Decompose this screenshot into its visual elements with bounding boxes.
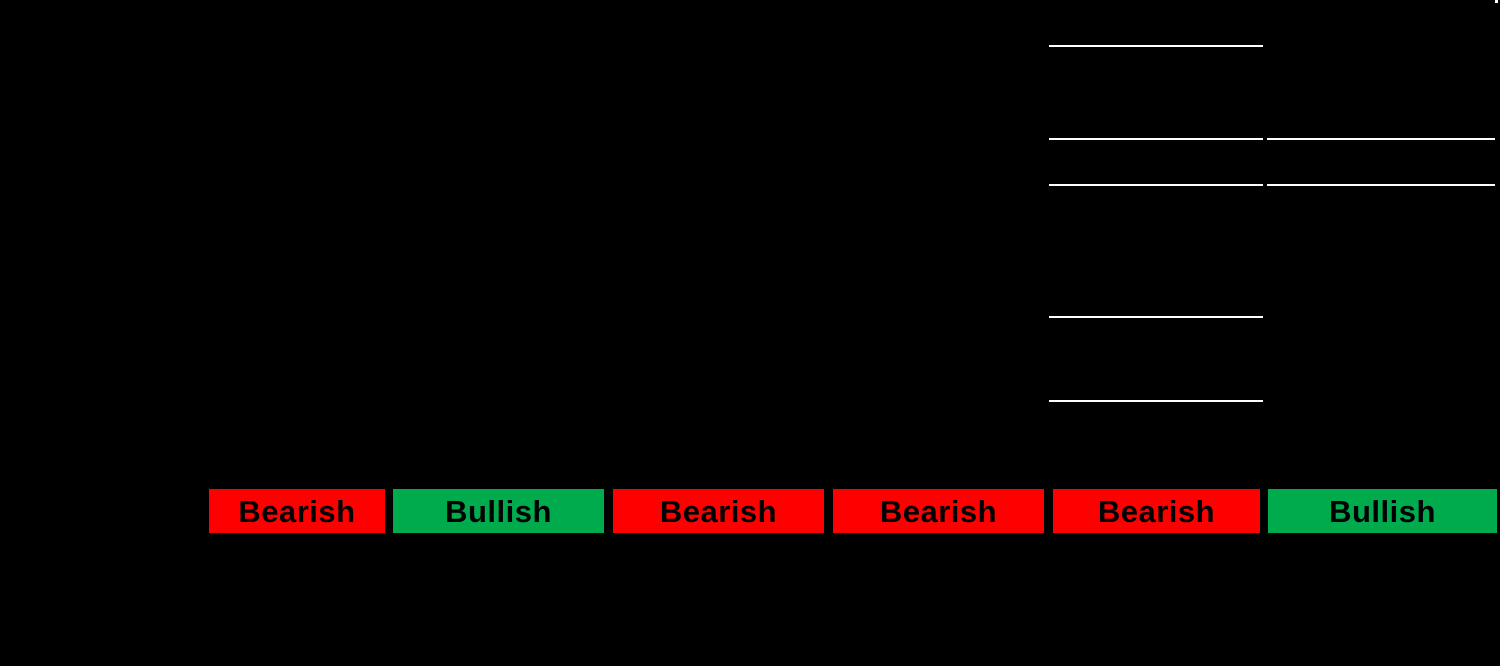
sentiment-cell-label: Bearish (1097, 493, 1216, 529)
sentiment-cell-bearish[interactable]: Bearish (613, 489, 824, 533)
sentiment-cell-bearish[interactable]: Bearish (833, 489, 1044, 533)
sentiment-cell-label: Bullish (1329, 493, 1436, 529)
sentiment-cell-bullish[interactable]: Bullish (393, 489, 604, 533)
sentiment-cell-label: Bearish (659, 493, 778, 529)
sentiment-cell-bullish[interactable]: Bullish (1268, 489, 1497, 533)
cell-border-line (1267, 138, 1495, 140)
cell-border-line (1267, 184, 1495, 186)
sentiment-cell-bearish[interactable]: Bearish (209, 489, 385, 533)
sentiment-cell-label: Bearish (879, 493, 998, 529)
cell-border-line (1049, 316, 1263, 318)
cell-border-fragment (1495, 0, 1498, 3)
cell-border-line (1049, 45, 1263, 47)
cell-border-line (1049, 138, 1263, 140)
cell-border-line (1049, 184, 1263, 186)
sentiment-cell-label: Bearish (238, 493, 356, 529)
cell-border-line (1049, 400, 1263, 402)
sentiment-cell-bearish[interactable]: Bearish (1053, 489, 1260, 533)
sentiment-cell-label: Bullish (445, 493, 552, 529)
